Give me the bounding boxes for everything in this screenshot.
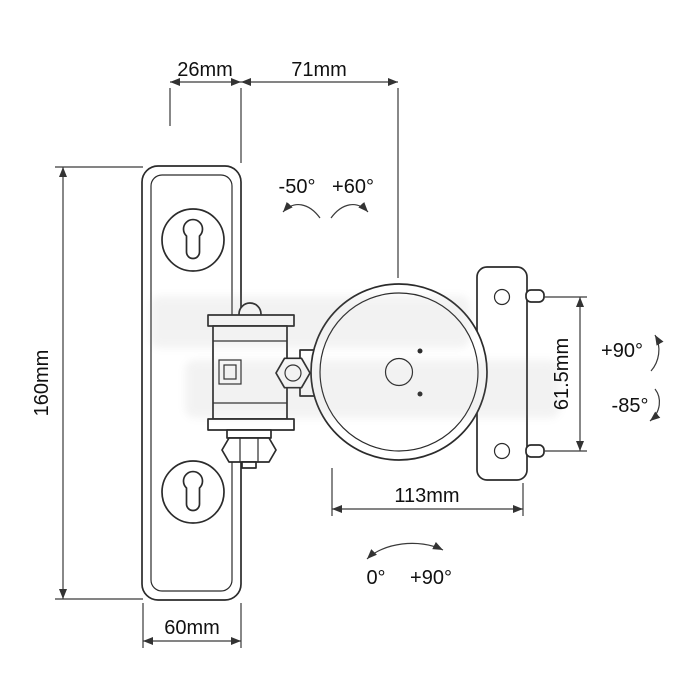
dim-label-113mm: 113mm xyxy=(394,485,459,507)
mounting-peg-top xyxy=(525,289,545,303)
keyhole-slot-top xyxy=(182,218,204,260)
angle-rotation: 0° +90° xyxy=(366,541,452,589)
mounting-peg-bottom xyxy=(525,444,545,458)
dim-label-71mm: 71mm xyxy=(291,59,347,81)
bolt-tip xyxy=(241,461,257,469)
dim-label-160mm: 160mm xyxy=(31,350,53,417)
hinge-flange-bottom xyxy=(207,418,295,431)
dim-label-61-5mm: 61.5mm xyxy=(551,338,573,410)
hex-nut xyxy=(221,437,277,463)
swivel-arrow-down xyxy=(649,388,661,422)
angle-label-minus85: -85° xyxy=(612,395,649,417)
angle-label-plus90-right: +90° xyxy=(601,340,643,362)
tilt-arrow-right xyxy=(330,201,369,219)
swivel-arrow-up xyxy=(650,334,664,372)
dimension-bottom-span: 113mm xyxy=(331,468,524,516)
dim-label-60mm: 60mm xyxy=(164,617,220,639)
angle-label-plus90-bottom: +90° xyxy=(410,567,452,589)
dim-label-26mm: 26mm xyxy=(177,59,233,81)
dimension-top: 26mm 71mm xyxy=(169,59,399,278)
angle-label-minus50: -50° xyxy=(279,176,316,198)
angle-label-0: 0° xyxy=(366,567,385,589)
rotation-arc xyxy=(366,541,444,560)
screw-hole-top xyxy=(493,288,511,306)
keyhole-slot-bottom xyxy=(182,470,204,512)
watermark xyxy=(150,296,560,418)
dimension-plate-height: 160mm xyxy=(31,166,143,600)
screw-hole-bottom xyxy=(493,442,511,460)
angle-tilt: -50° +60° xyxy=(279,176,374,219)
dimension-right-height: 61.5mm xyxy=(544,296,587,452)
washer xyxy=(226,429,272,439)
tilt-arrow-left xyxy=(282,201,321,219)
angle-swivel: +90° -85° xyxy=(601,334,664,422)
angle-label-plus60: +60° xyxy=(332,176,374,198)
dimension-plate-width: 60mm xyxy=(142,603,242,648)
